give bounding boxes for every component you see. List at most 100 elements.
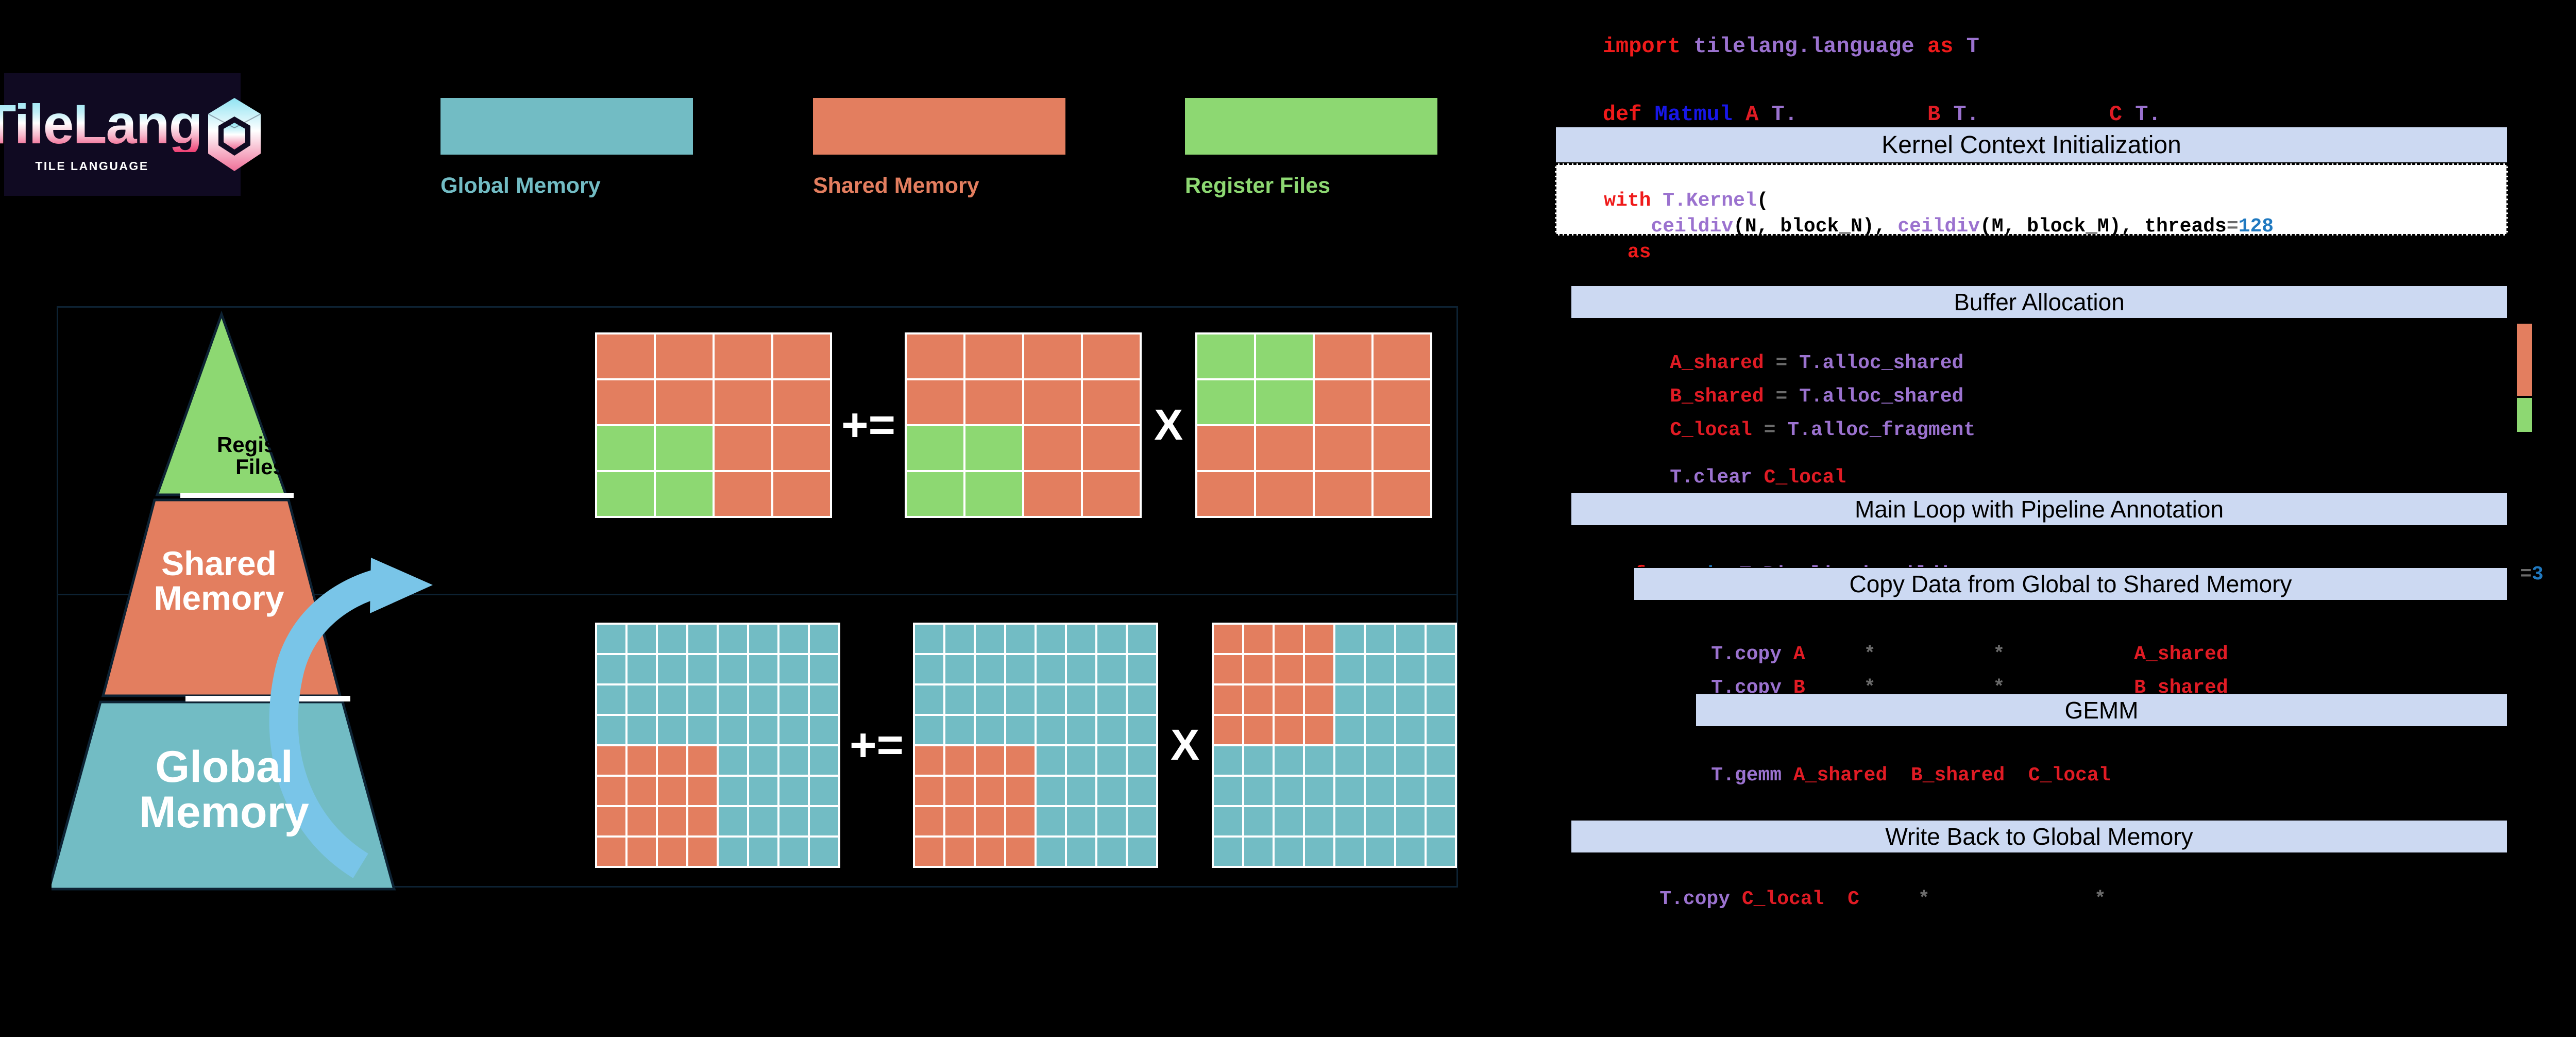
matrix-cell: [1083, 380, 1140, 424]
register-shared-matrix-row: +=X: [595, 332, 1433, 518]
matrix-cell: [976, 625, 1005, 653]
code-kernel-line-2: ceildiv(N, block_N), ceildiv(M, block_M)…: [1651, 215, 2274, 238]
code-write-back: T.copy C_local C * *: [1659, 888, 2106, 910]
matrix-cell: [597, 334, 654, 378]
matrix-cell: [1037, 746, 1065, 775]
matrix-cell: [810, 655, 838, 683]
matrix-cell: [688, 777, 717, 805]
matrix-cell: [1097, 746, 1126, 775]
matrix-cell: [907, 334, 964, 378]
matrix-C_local: [595, 332, 832, 518]
matrix-cell: [1396, 716, 1425, 744]
matrix-cell: [1305, 746, 1334, 775]
matrix-cell: [1128, 746, 1157, 775]
matrix-cell: [1427, 625, 1455, 653]
matrix-C: [595, 623, 840, 868]
matrix-cell: [597, 625, 625, 653]
matrix-cell: [945, 777, 974, 805]
matrix-cell: [976, 655, 1005, 683]
matrix-cell: [773, 380, 830, 424]
matrix-cell: [1366, 807, 1395, 835]
legend-item-register-files: Register Files: [1185, 98, 1437, 198]
matrix-cell: [907, 380, 964, 424]
matrix-cell: [1335, 777, 1364, 805]
matrix-cell: [1427, 838, 1455, 866]
matrix-cell: [976, 807, 1005, 835]
register-files-bar: [2517, 398, 2532, 432]
matrix-cell: [1128, 838, 1157, 866]
matrix-A_shared: [905, 332, 1142, 518]
matrix-cell: [1315, 426, 1372, 470]
matrix-cell: [1024, 334, 1081, 378]
matrix-cell: [779, 625, 808, 653]
matrix-cell: [1214, 777, 1243, 805]
matrix-cell: [1097, 716, 1126, 744]
matrix-cell: [1214, 746, 1243, 775]
matrix-cell: [1037, 655, 1065, 683]
matrix-cell: [1427, 777, 1455, 805]
matrix-cell: [719, 716, 747, 744]
matrix-cell: [810, 685, 838, 714]
operator-accumulate: +=: [841, 399, 896, 451]
matrix-cell: [1097, 807, 1126, 835]
legend-swatch-shared-memory: [813, 98, 1065, 155]
matrix-cell: [810, 746, 838, 775]
legend-swatch-register-files: [1185, 98, 1437, 155]
matrix-cell: [1335, 746, 1364, 775]
matrix-cell: [1067, 716, 1096, 744]
section-header-copy-global-to-shared: Copy Data from Global to Shared Memory: [1633, 567, 2508, 601]
matrix-cell: [1374, 334, 1431, 378]
matrix-cell: [1214, 625, 1243, 653]
matrix-cell: [1275, 777, 1303, 805]
matrix-cell: [1396, 685, 1425, 714]
matrix-cell: [907, 472, 964, 516]
curved-arrow-icon: [269, 558, 433, 878]
matrix-cell: [1366, 746, 1395, 775]
matrix-cell: [1305, 625, 1334, 653]
matrix-cell: [1097, 838, 1126, 866]
matrix-cell: [719, 777, 747, 805]
matrix-cell: [1128, 625, 1157, 653]
matrix-cell: [597, 655, 625, 683]
matrix-cell: [597, 746, 625, 775]
matrix-cell: [688, 838, 717, 866]
matrix-cell: [715, 380, 771, 424]
matrix-cell: [915, 716, 944, 744]
matrix-cell: [1427, 807, 1455, 835]
matrix-cell: [965, 472, 1023, 516]
matrix-cell: [1197, 380, 1255, 424]
kernel-context-code-box: [1555, 163, 2508, 236]
logo-subtitle: TILE LANGUAGE: [35, 159, 149, 173]
matrix-cell: [658, 777, 686, 805]
matrix-cell: [965, 426, 1023, 470]
matrix-cell: [1427, 746, 1455, 775]
matrix-cell: [1006, 685, 1035, 714]
matrix-cell: [1067, 625, 1096, 653]
matrix-cell: [1335, 655, 1364, 683]
matrix-cell: [597, 472, 654, 516]
matrix-cell: [715, 426, 771, 470]
matrix-cell: [1244, 746, 1273, 775]
matrix-cell: [1427, 685, 1455, 714]
matrix-cell: [719, 625, 747, 653]
matrix-cell: [1396, 655, 1425, 683]
matrix-cell: [1214, 807, 1243, 835]
code-alloc-c-local: C_local = T.alloc_fragment: [1670, 419, 1976, 441]
matrix-cell: [1128, 807, 1157, 835]
matrix-cell: [1366, 655, 1395, 683]
logo-wordmark: TileLang: [0, 96, 203, 152]
matrix-cell: [1244, 655, 1273, 683]
matrix-cell: [915, 685, 944, 714]
matrix-cell: [1275, 625, 1303, 653]
matrix-cell: [628, 655, 656, 683]
matrix-cell: [597, 685, 625, 714]
matrix-cell: [719, 807, 747, 835]
matrix-cell: [658, 746, 686, 775]
matrix-cell: [1214, 838, 1243, 866]
matrix-cell: [1006, 625, 1035, 653]
matrix-cell: [628, 777, 656, 805]
section-header-kernel-context: Kernel Context Initialization: [1555, 126, 2508, 163]
matrix-cell: [1006, 746, 1035, 775]
matrix-cell: [1097, 655, 1126, 683]
matrix-cell: [773, 334, 830, 378]
